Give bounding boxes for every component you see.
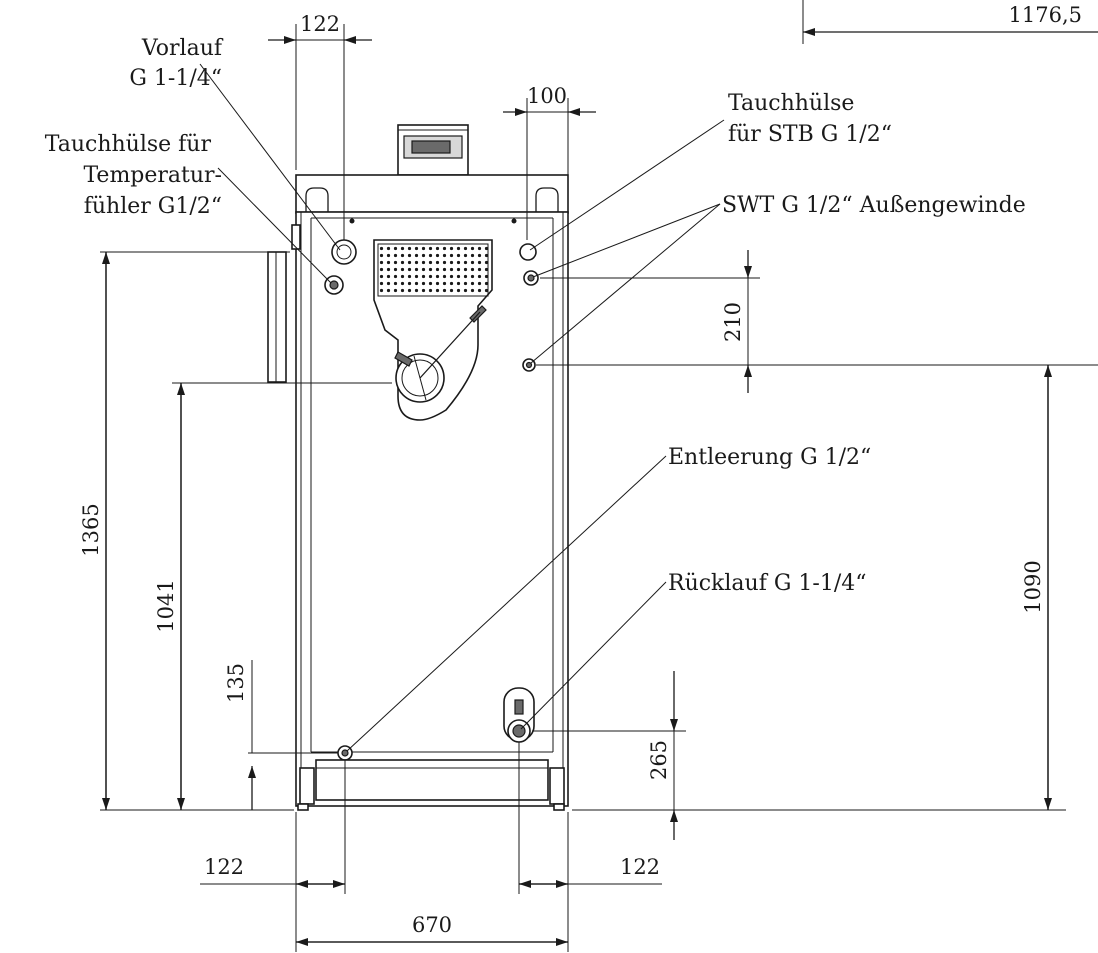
dimension-lines	[100, 0, 1098, 952]
dim-1090: 1090	[1021, 560, 1045, 613]
dim-bottom-122-right: 122	[620, 855, 660, 879]
label-ruecklauf: Rücklauf G 1-1/4“	[668, 571, 867, 596]
label-tauchhuelse-temp-3: fühler G1/2“	[84, 194, 222, 219]
dim-670: 670	[412, 913, 452, 937]
dim-top-122: 122	[300, 12, 340, 36]
label-swt: SWT G 1/2“ Außengewinde	[722, 193, 1026, 218]
dim-bottom-122-left: 122	[204, 855, 244, 879]
label-entleerung: Entleerung G 1/2“	[668, 445, 871, 470]
dim-top-100: 100	[527, 84, 567, 108]
leader-lines	[199, 63, 725, 752]
label-tauchhuelse-temp-2: Temperatur-	[83, 163, 222, 188]
dim-1176-5: 1176,5	[1009, 3, 1082, 27]
dim-1041: 1041	[154, 579, 178, 632]
label-tauchhuelse-temp-1: Tauchhülse für	[45, 132, 212, 157]
dim-210: 210	[721, 302, 745, 342]
label-vorlauf-2: G 1-1/4“	[129, 66, 222, 91]
dim-135: 135	[224, 663, 248, 703]
boiler-body	[267, 124, 569, 811]
dim-1365: 1365	[79, 503, 103, 556]
label-tauchhuelse-stb-2: für STB G 1/2“	[728, 122, 892, 147]
label-vorlauf-1: Vorlauf	[141, 36, 224, 61]
dim-265: 265	[647, 740, 671, 780]
label-tauchhuelse-stb-1: Tauchhülse	[728, 91, 854, 116]
